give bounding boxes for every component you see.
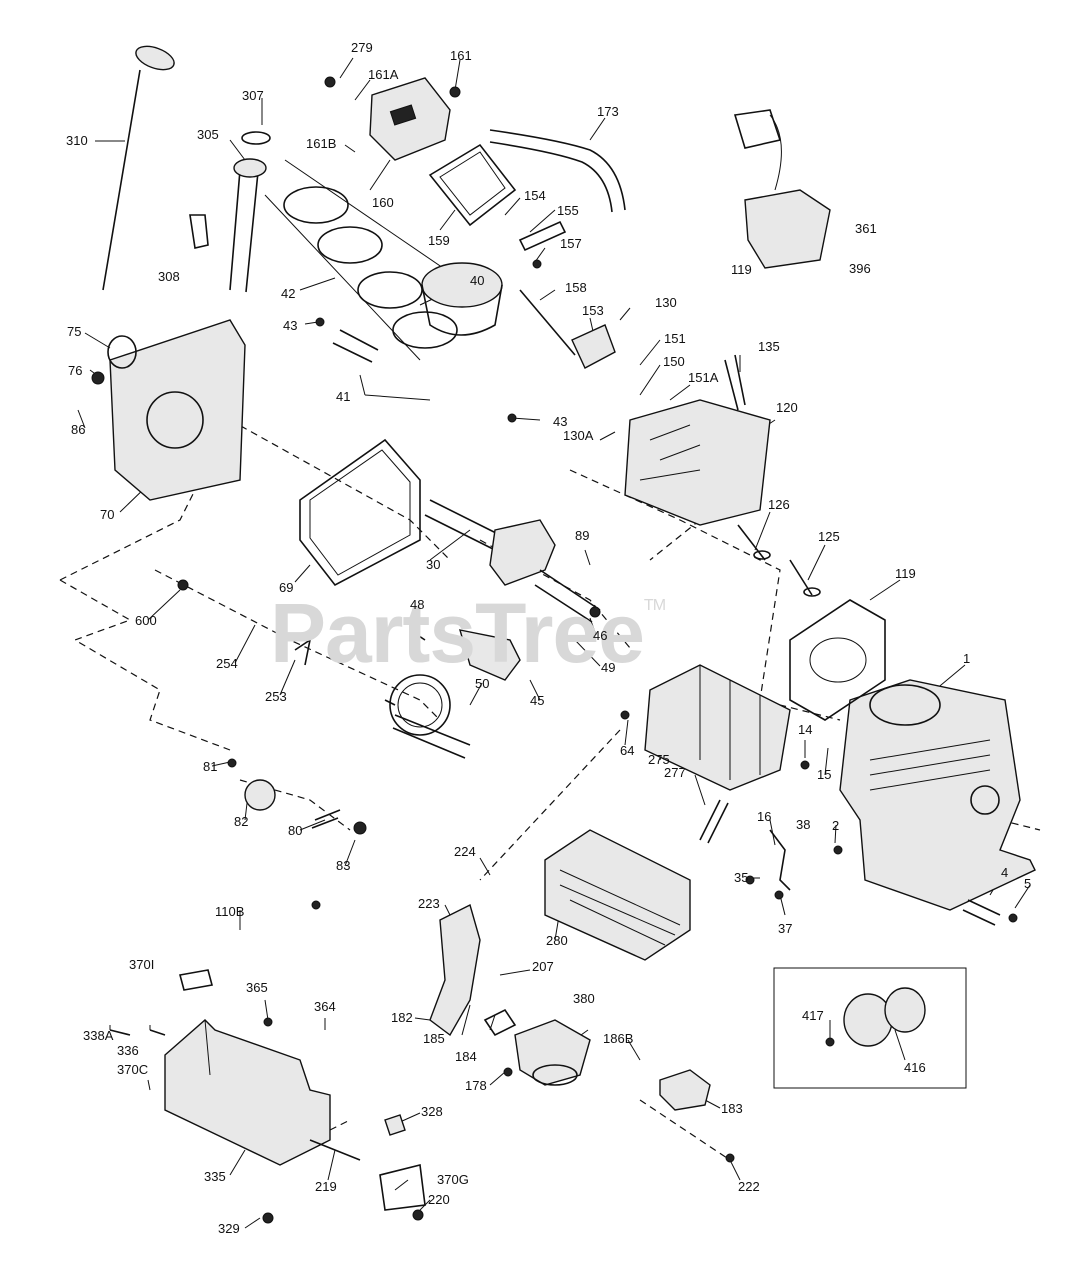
callout-223: 223 xyxy=(418,896,440,911)
callout-86: 86 xyxy=(71,422,86,437)
callout-120: 120 xyxy=(776,400,798,415)
callout-396: 396 xyxy=(849,261,871,276)
callout-184: 184 xyxy=(455,1049,477,1064)
callout-16: 16 xyxy=(757,809,772,824)
callout-153: 153 xyxy=(582,303,604,318)
inset-box xyxy=(773,967,967,1089)
callout-161A: 161A xyxy=(368,67,399,82)
callout-186B: 186B xyxy=(603,1031,634,1046)
callout-64: 64 xyxy=(620,743,635,758)
callout-119-mid: 119 xyxy=(895,566,916,581)
callout-150: 150 xyxy=(663,354,685,369)
callout-365: 365 xyxy=(246,980,268,995)
callout-50: 50 xyxy=(475,676,490,691)
dipstick-rod xyxy=(102,69,141,291)
callout-43-mid: 43 xyxy=(553,414,568,429)
watermark: PartsTreeTM xyxy=(270,586,666,680)
callout-308: 308 xyxy=(158,269,180,284)
callout-253: 253 xyxy=(265,689,287,704)
callout-224: 224 xyxy=(454,844,476,859)
callout-75: 75 xyxy=(67,324,82,339)
callout-80: 80 xyxy=(288,823,303,838)
callout-329: 329 xyxy=(218,1221,240,1236)
callout-220: 220 xyxy=(428,1192,450,1207)
callout-207: 207 xyxy=(532,959,554,974)
callout-135: 135 xyxy=(758,339,780,354)
callout-600: 600 xyxy=(135,613,157,628)
callout-280: 280 xyxy=(546,933,568,948)
callout-254: 254 xyxy=(216,656,238,671)
callout-335: 335 xyxy=(204,1169,226,1184)
callout-416: 416 xyxy=(904,1060,926,1075)
callout-417: 417 xyxy=(802,1008,824,1023)
callout-130: 130 xyxy=(655,295,677,310)
callout-125: 125 xyxy=(818,529,840,544)
callout-310: 310 xyxy=(66,133,88,148)
callout-38: 38 xyxy=(796,817,811,832)
callout-178: 178 xyxy=(465,1078,487,1093)
callout-336: 336 xyxy=(117,1043,139,1058)
callout-307: 307 xyxy=(242,88,264,103)
callout-119-top: 119 xyxy=(731,262,752,277)
callout-219: 219 xyxy=(315,1179,337,1194)
callout-275: 275 xyxy=(648,752,670,767)
callout-160: 160 xyxy=(372,195,394,210)
callout-361: 361 xyxy=(855,221,877,236)
callout-41: 41 xyxy=(336,389,351,404)
callout-173: 173 xyxy=(597,104,619,119)
part-drawings xyxy=(91,45,1036,1224)
callout-49: 49 xyxy=(601,660,616,675)
callout-40: 40 xyxy=(470,273,485,288)
callout-45: 45 xyxy=(530,693,545,708)
callout-82: 82 xyxy=(234,814,249,829)
callout-42: 42 xyxy=(281,286,296,301)
callout-14: 14 xyxy=(798,722,813,737)
callout-110B: 110B xyxy=(215,904,245,919)
callout-2: 2 xyxy=(832,818,840,833)
leader-lines xyxy=(77,57,1031,1229)
callout-70: 70 xyxy=(100,507,115,522)
callout-81: 81 xyxy=(203,759,218,774)
callout-159: 159 xyxy=(428,233,450,248)
callout-76: 76 xyxy=(68,363,83,378)
callout-380: 380 xyxy=(573,991,595,1006)
callout-222: 222 xyxy=(738,1179,760,1194)
callout-158: 158 xyxy=(565,280,587,295)
callout-338A: 338A xyxy=(83,1028,114,1043)
callout-328: 328 xyxy=(421,1104,443,1119)
callout-279: 279 xyxy=(351,40,373,55)
callout-370C: 370C xyxy=(117,1062,149,1077)
callout-183: 183 xyxy=(721,1101,743,1116)
callout-15: 15 xyxy=(817,767,832,782)
callout-83: 83 xyxy=(336,858,351,873)
callout-370I: 370I xyxy=(129,957,155,972)
callout-37: 37 xyxy=(778,921,793,936)
callout-157: 157 xyxy=(560,236,582,251)
callout-1: 1 xyxy=(963,651,971,666)
callout-277: 277 xyxy=(664,765,686,780)
callout-130A: 130A xyxy=(563,428,594,443)
callout-43-top: 43 xyxy=(283,318,298,333)
callout-5: 5 xyxy=(1024,876,1032,891)
callout-151A: 151A xyxy=(688,370,719,385)
callout-305: 305 xyxy=(197,127,219,142)
callout-89-mid: 89 xyxy=(575,528,590,543)
callout-185: 185 xyxy=(423,1031,445,1046)
callout-48: 48 xyxy=(410,597,425,612)
callout-69: 69 xyxy=(279,580,294,595)
callout-35: 35 xyxy=(734,870,749,885)
callout-155: 155 xyxy=(557,203,579,218)
callout-370G: 370G xyxy=(437,1172,469,1187)
callout-154: 154 xyxy=(524,188,546,203)
callout-30: 30 xyxy=(426,557,441,572)
callout-182: 182 xyxy=(391,1010,413,1025)
callout-126: 126 xyxy=(768,497,790,512)
callout-161: 161 xyxy=(450,48,472,63)
callout-4: 4 xyxy=(1001,865,1009,880)
callout-161B: 161B xyxy=(306,136,337,151)
callout-364: 364 xyxy=(314,999,336,1014)
callout-46: 46 xyxy=(593,628,608,643)
callout-151: 151 xyxy=(664,331,686,346)
